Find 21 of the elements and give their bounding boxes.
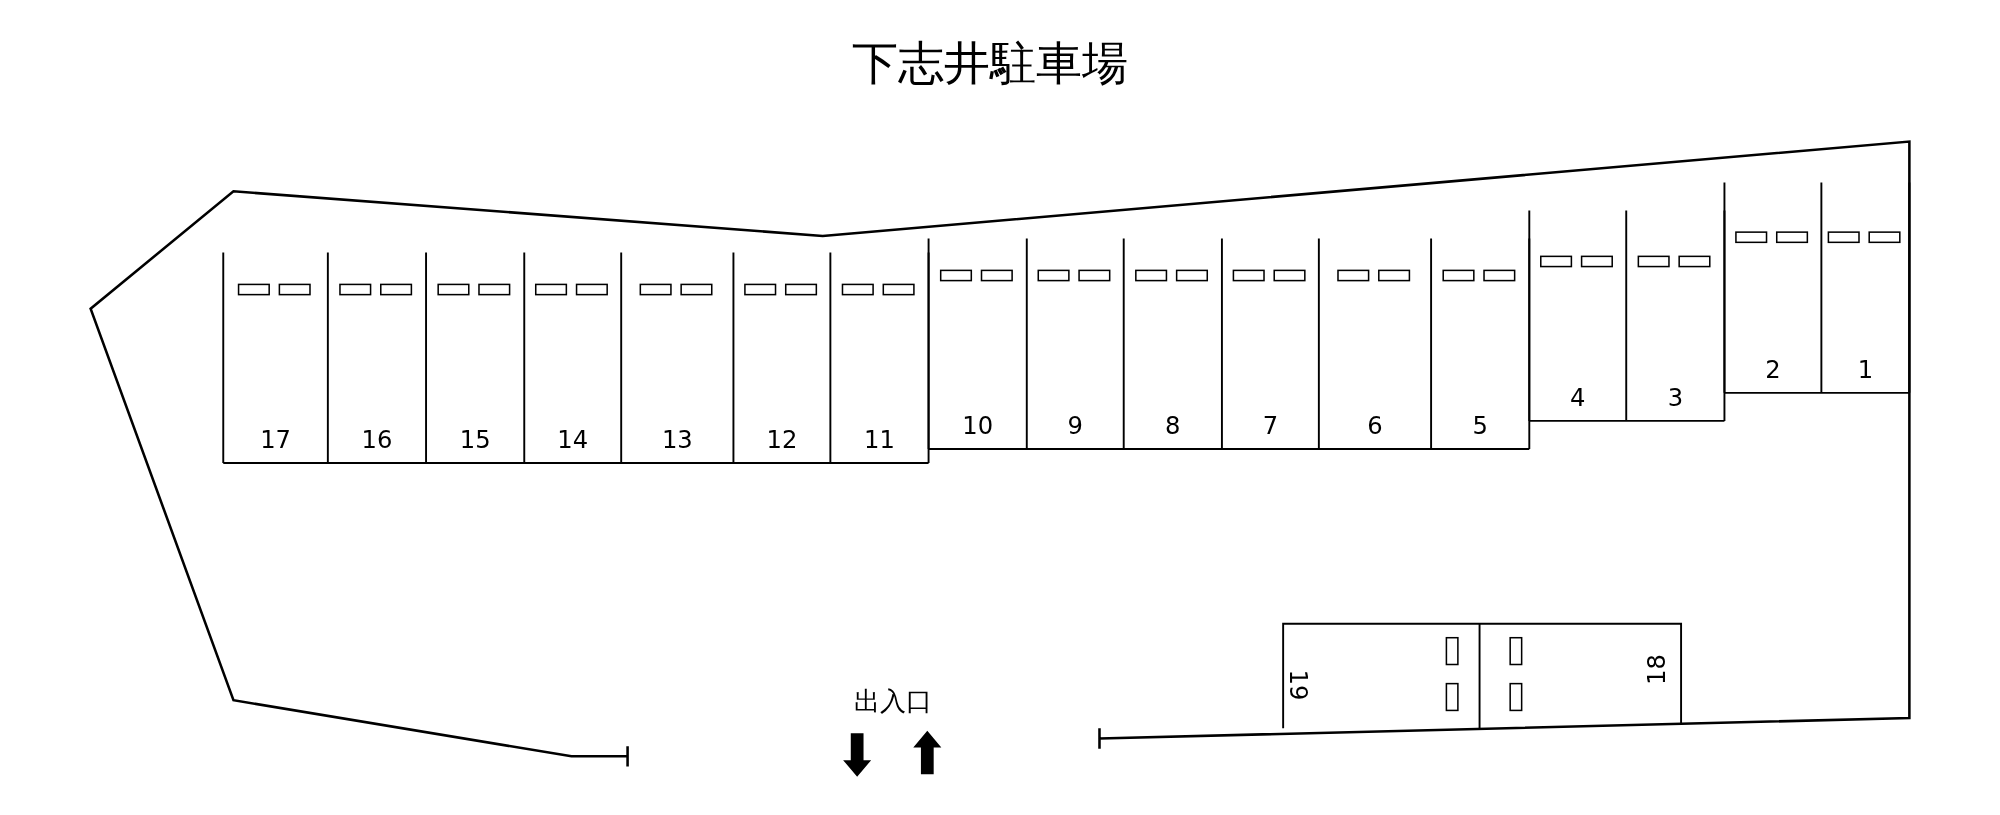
stall-number: 11 bbox=[864, 426, 895, 455]
stall-number: 1 bbox=[1857, 356, 1874, 385]
stall-number: 8 bbox=[1165, 412, 1181, 441]
stall-number: 10 bbox=[962, 412, 994, 441]
stall-number: 5 bbox=[1472, 412, 1488, 441]
entrance-label: 出入口 bbox=[853, 685, 932, 716]
stall-number: 4 bbox=[1570, 384, 1586, 413]
stall-number: 14 bbox=[557, 426, 589, 455]
stall-number: 2 bbox=[1765, 356, 1781, 385]
stall-number: 18 bbox=[1643, 654, 1672, 685]
stall-number: 3 bbox=[1667, 384, 1684, 413]
title: 下志井駐車場 bbox=[851, 36, 1128, 91]
stall-number: 7 bbox=[1262, 412, 1279, 441]
stall-number: 13 bbox=[661, 426, 693, 455]
stall-number: 12 bbox=[766, 426, 798, 455]
stall-number: 9 bbox=[1067, 412, 1083, 441]
stall-number: 17 bbox=[260, 426, 291, 455]
stall-number: 15 bbox=[459, 426, 491, 455]
stall-number: 16 bbox=[361, 426, 393, 455]
stall-number: 6 bbox=[1367, 412, 1383, 441]
stall-number: 19 bbox=[1284, 669, 1313, 701]
